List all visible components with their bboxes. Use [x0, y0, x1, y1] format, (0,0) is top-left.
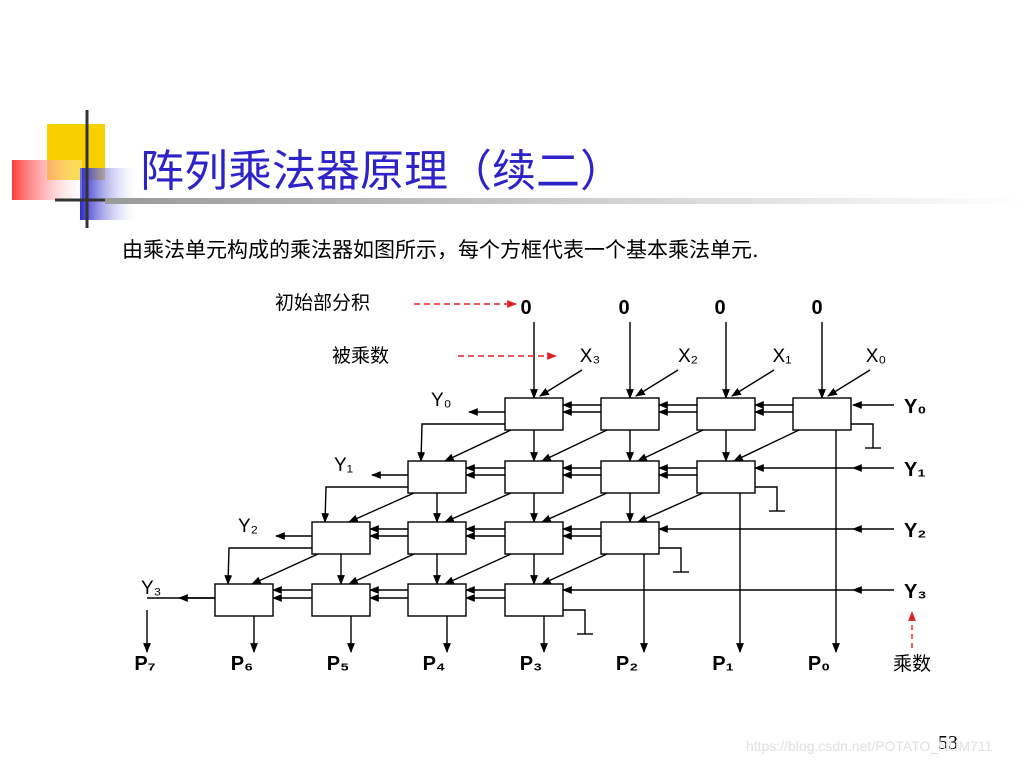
top-zero-input: 0 — [520, 297, 531, 319]
multiplier-cell — [407, 460, 467, 494]
multiplicand-arrow — [827, 369, 871, 397]
multiplicand-label: X₂ — [678, 346, 698, 367]
multiplicand-arrow — [539, 369, 583, 397]
multiplier-cell — [504, 521, 564, 555]
top-zero-input: 0 — [714, 297, 725, 319]
multiplier-cell — [696, 460, 756, 494]
ground-wire — [851, 423, 874, 448]
multiplier-input-label: Y₁ — [904, 459, 926, 481]
annotation-partial-product: 初始部分积 — [275, 292, 370, 314]
multiplier-cells — [214, 397, 852, 617]
diagonal-link — [541, 492, 608, 523]
multiplicand-arrow — [635, 369, 679, 397]
multiplier-cell — [696, 397, 756, 431]
multiplier-cell — [600, 460, 660, 494]
multiplier-cell — [504, 460, 564, 494]
deco-blue-square — [80, 168, 136, 220]
multiplier-cell — [600, 521, 660, 555]
left-output-label: Y₃ — [141, 578, 161, 599]
multiplier-cell — [311, 521, 371, 555]
slide-title: 阵列乘法器原理（续二） — [140, 146, 624, 197]
annotation-multiplier: 乘数 — [893, 653, 931, 675]
annotation-multiplicand: 被乘数 — [332, 345, 389, 367]
ground-wire — [563, 609, 586, 634]
multiplicand-label: X₁ — [772, 346, 791, 367]
header-decoration — [12, 110, 1024, 228]
diagonal-link — [637, 429, 704, 462]
multiplier-cell — [504, 397, 564, 431]
diagonal-link — [444, 429, 512, 462]
multiplicand-label: X₃ — [580, 346, 600, 367]
top-zero-input: 0 — [618, 297, 629, 319]
wires — [143, 300, 916, 653]
product-output-label: P₁ — [712, 653, 734, 675]
left-output-label: Y₁ — [334, 455, 353, 476]
diagonal-link — [251, 553, 319, 585]
row-feed — [321, 486, 408, 523]
slide-subtitle: 由乘法单元构成的乘法器如图所示，每个方框代表一个基本乘法单元. — [122, 238, 759, 262]
product-output-label: P₇ — [134, 653, 155, 675]
watermark: https://blog.csdn.net/POTATO_NUM711 — [746, 738, 993, 754]
multiplier-input-label: Y₀ — [904, 396, 926, 418]
multiplier-cell — [792, 397, 852, 431]
left-output-label: Y₂ — [238, 516, 258, 537]
diagonal-link — [541, 553, 608, 585]
multiplier-cell — [311, 583, 371, 617]
ground-wire — [755, 486, 778, 511]
multiplicand-arrow — [731, 369, 775, 397]
deco-red-square — [12, 160, 82, 200]
multiplier-cell — [407, 583, 467, 617]
product-output-label: P₆ — [231, 653, 253, 675]
diagonal-link — [637, 492, 704, 523]
multiplicand-label: X₀ — [866, 346, 887, 367]
multiplier-cell — [407, 521, 467, 555]
diagonal-link — [348, 492, 415, 523]
product-output-label: P₅ — [327, 653, 350, 675]
diagonal-link — [444, 492, 512, 523]
diagonal-link — [733, 429, 800, 462]
product-output-label: P₄ — [423, 653, 446, 675]
multiplier-input-label: Y₃ — [904, 581, 927, 603]
ground-wire — [659, 547, 682, 572]
page-number: 53 — [938, 732, 958, 754]
title-underline — [105, 198, 1024, 204]
product-output-label: P₀ — [808, 653, 830, 675]
multiplier-cell — [600, 397, 660, 431]
multiplier-cell — [504, 583, 564, 617]
top-zero-input: 0 — [811, 297, 822, 319]
product-output-label: P₃ — [520, 653, 543, 675]
row-feed — [417, 423, 505, 462]
product-output-label: P₂ — [616, 653, 638, 675]
diagonal-link — [348, 553, 415, 585]
row-feed — [224, 547, 312, 585]
diagonal-link — [444, 553, 512, 585]
diagonal-link — [541, 429, 608, 462]
multiplier-input-label: Y₂ — [904, 520, 926, 542]
multiplier-cell — [214, 583, 274, 617]
left-output-label: Y₀ — [431, 390, 452, 411]
